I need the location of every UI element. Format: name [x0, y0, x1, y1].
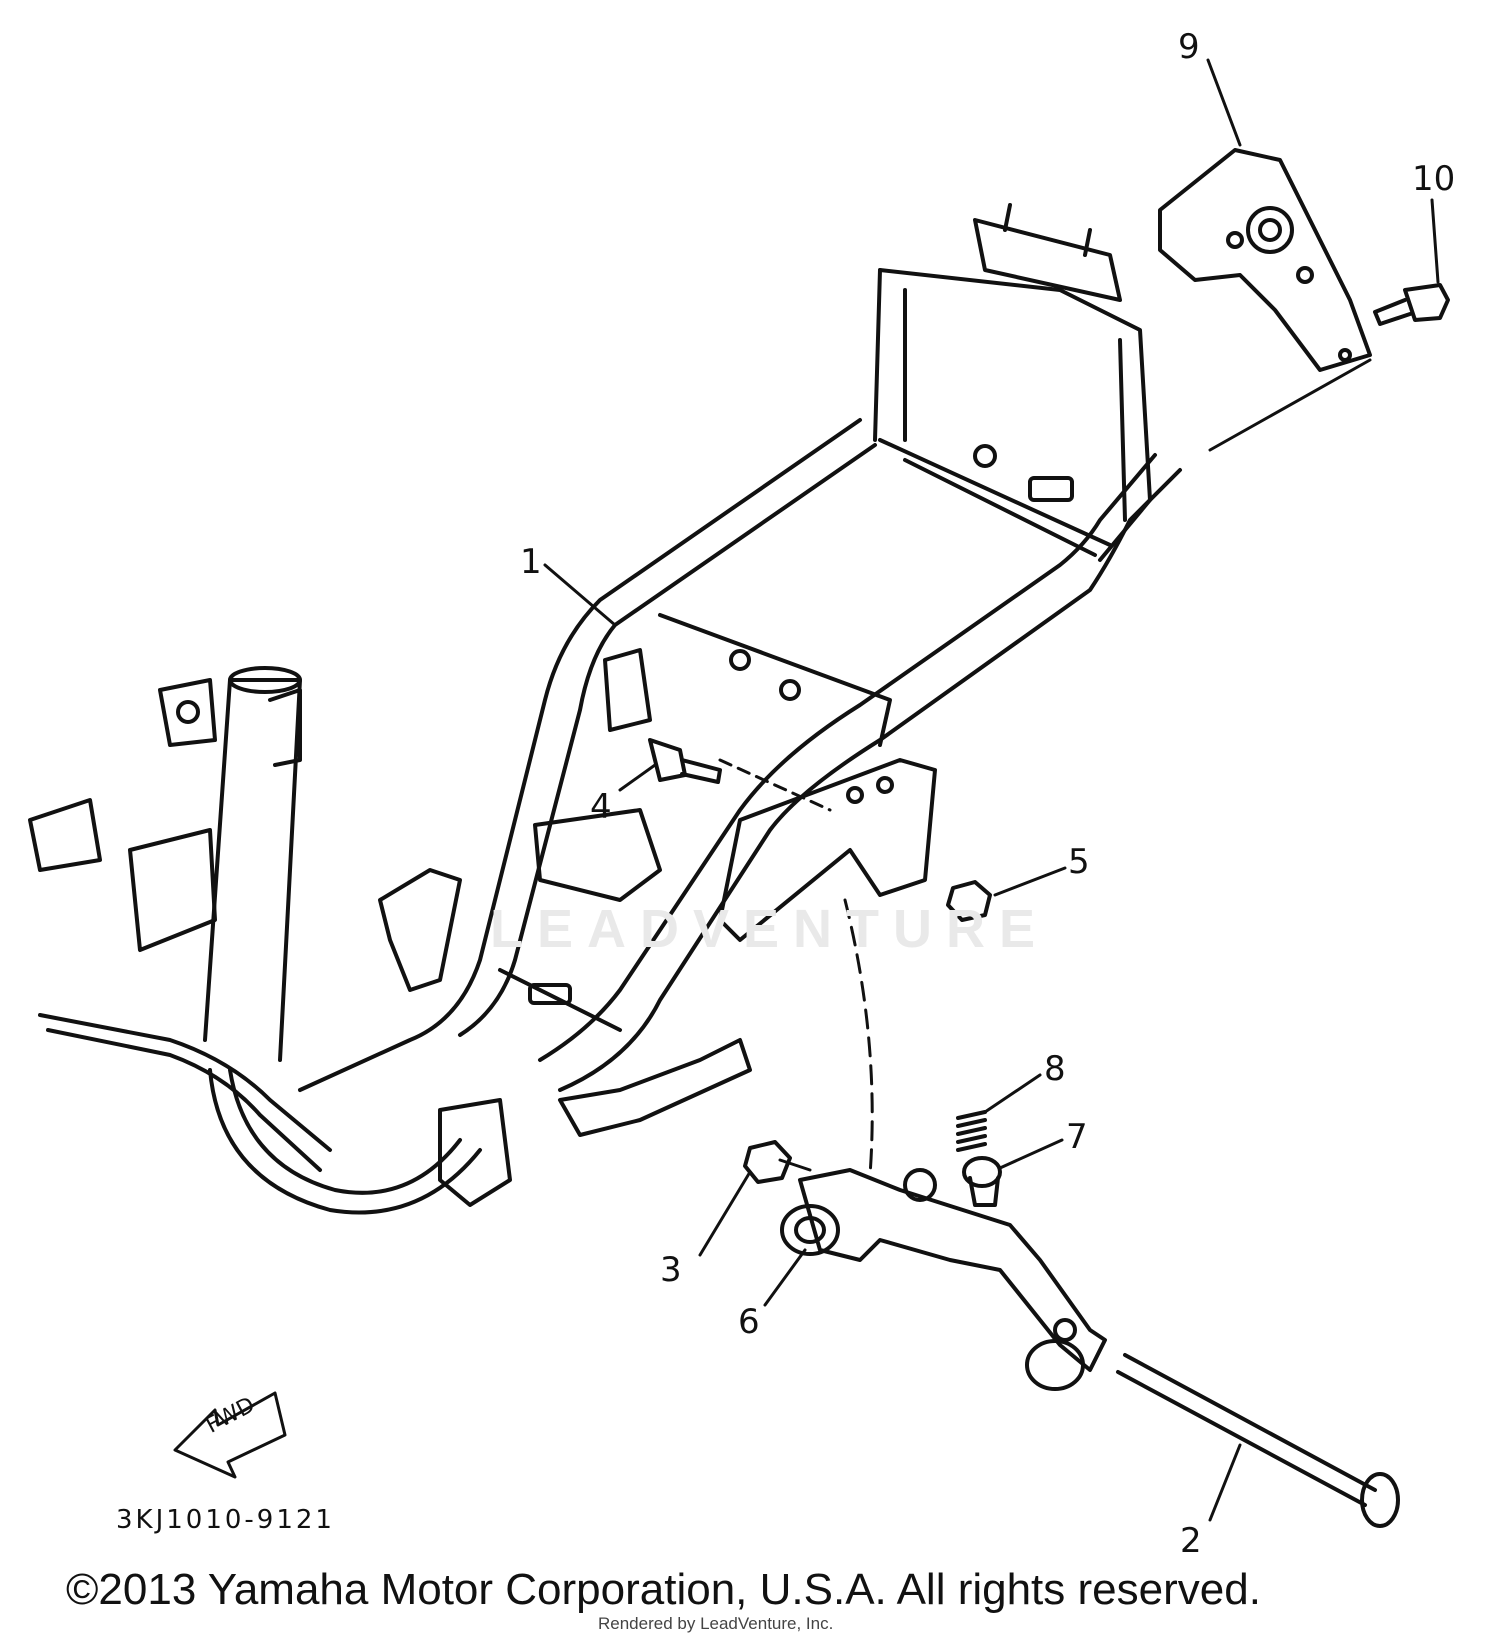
- nut-3-part: [743, 1140, 792, 1184]
- nut-5-part: [946, 880, 992, 922]
- bolt-10-part: [1373, 283, 1450, 326]
- copyright-notice: ©2013 Yamaha Motor Corporation, U.S.A. A…: [66, 1565, 1261, 1614]
- callout-9: 9: [1178, 27, 1200, 67]
- fwd-arrow-icon: [173, 1391, 287, 1479]
- callout-10: 10: [1412, 159, 1456, 199]
- damper-7-part: [962, 1156, 1002, 1207]
- bushing-rear-part: [1025, 1339, 1085, 1391]
- watermark: LEADVENTURE: [490, 899, 1050, 959]
- bolt-4-part: [648, 738, 722, 784]
- diagram-code: 3KJ1010-9121: [116, 1505, 335, 1535]
- pivot-bolt-2-part: [1116, 1353, 1400, 1528]
- callout-8: 8: [1044, 1049, 1066, 1089]
- callout-4: 4: [590, 787, 612, 827]
- bracket-part: [1158, 148, 1372, 372]
- callout-2: 2: [1180, 1521, 1202, 1561]
- leader-lines: [543, 58, 1440, 1522]
- rendered-by-notice: Rendered by LeadVenture, Inc.: [598, 1614, 834, 1633]
- callout-1: 1: [520, 542, 542, 582]
- pivot-bracket-part: [798, 1168, 1107, 1372]
- spring-8-part: [956, 1110, 987, 1152]
- callout-5: 5: [1068, 842, 1090, 882]
- bushing-6-part: [780, 1204, 840, 1256]
- callout-3: 3: [660, 1250, 682, 1290]
- callout-6: 6: [738, 1302, 760, 1342]
- frame-part: [28, 203, 1182, 1215]
- callout-7: 7: [1066, 1117, 1088, 1157]
